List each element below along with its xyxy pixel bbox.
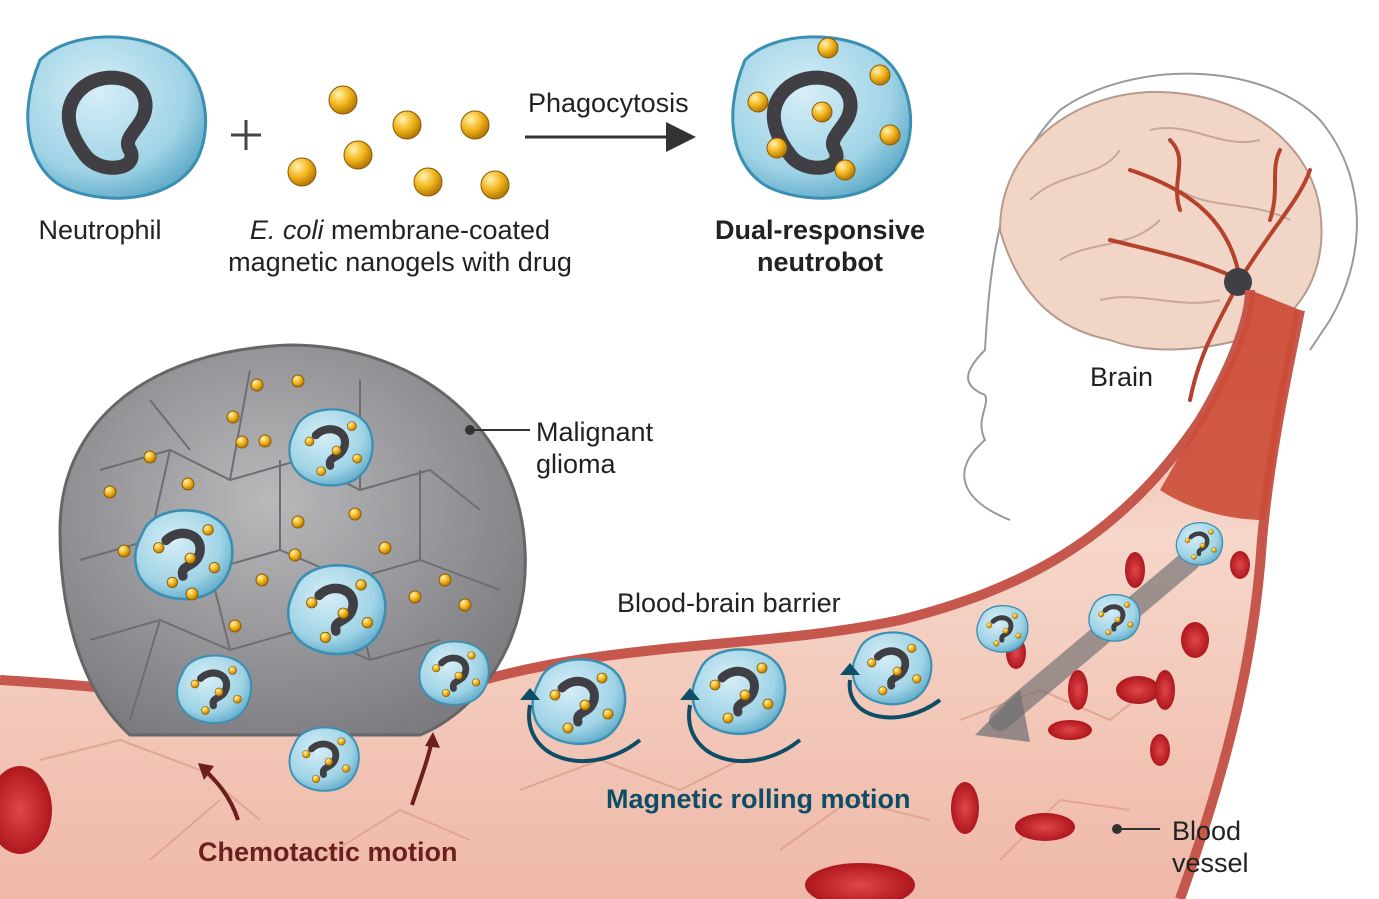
neutrobot-icon (286, 564, 387, 656)
nanogel-particle-icon (811, 101, 833, 123)
nanogels-label-italic: E. coli (249, 215, 324, 245)
neutrobot-icon (1175, 522, 1224, 566)
nanogel-particle-icon (834, 159, 856, 181)
nanogel-particle-icon (766, 137, 788, 159)
nanogels-label-line2: magnetic nanogels with drug (228, 247, 572, 277)
glioma-label-line1: Malignant (536, 417, 654, 447)
neutrobot-icon (288, 726, 360, 792)
nanogel-particle-icon (343, 140, 373, 170)
nanogel-particle-icon (291, 374, 305, 388)
nanogels-label: E. coli membrane-coated magnetic nanogel… (205, 214, 595, 278)
nanogel-particle-icon (228, 619, 242, 633)
blood-vessel-label-line1: Blood (1172, 816, 1242, 846)
glioma-label-line2: glioma (536, 449, 616, 479)
nanogel-particle-icon (103, 485, 117, 499)
nanogel-particle-icon (181, 477, 195, 491)
nanogel-particle-icon (287, 157, 317, 187)
blood-vessel-label: Blood vessel (1172, 815, 1249, 879)
nanogel-particle-icon (480, 170, 510, 200)
nanogel-particle-icon (408, 590, 422, 604)
neutrophil-label: Neutrophil (38, 215, 162, 245)
phagocytosis-label: Phagocytosis (528, 88, 689, 118)
nanogel-particle-icon (460, 110, 490, 140)
neutrobot-icon (418, 640, 490, 706)
nanogel-particle-icon (226, 410, 240, 424)
neutrobot-icon (976, 605, 1029, 653)
nanogel-particle-icon (258, 434, 272, 448)
neutrobot-icon (531, 658, 627, 745)
nanogel-particle-icon (378, 541, 392, 555)
nanogel-particle-icon (747, 91, 769, 113)
chemotactic-arrows (198, 732, 440, 821)
brain-label: Brain (1090, 362, 1154, 392)
nanogel-particle-icon (143, 450, 157, 464)
nanogel-particle-icon (291, 515, 305, 529)
neutrophil-cell-icon (26, 35, 208, 200)
neutrobot-icon (133, 509, 234, 601)
nanogel-particle-icon (392, 110, 422, 140)
neutrobot-label-line2: neutrobot (757, 247, 883, 277)
chemotactic-label: Chemotactic motion (198, 837, 458, 867)
bbb-label: Blood-brain barrier (617, 588, 841, 618)
human-head-brain-icon (963, 72, 1358, 521)
nanogel-particle-icon (348, 507, 362, 521)
nanogel-particle-icon (438, 573, 452, 587)
neutrobot-icon (691, 648, 787, 735)
nanogel-particle-icon (288, 548, 302, 562)
nanogel-particle-icon (235, 435, 249, 449)
blood-vessel-label-line2: vessel (1172, 848, 1249, 878)
nanogels-label-line1: membrane-coated (323, 215, 551, 245)
neutrobot-icon (851, 631, 933, 706)
nanogel-particle-icon (255, 573, 269, 587)
neutrobot-icon (288, 408, 374, 487)
nanogel-particle-icon (879, 124, 901, 146)
nanogel-particle-icon (328, 85, 358, 115)
callout-lines (231, 120, 1160, 834)
nanogel-particle-icon (413, 167, 443, 197)
glioma-label: Malignant glioma (536, 416, 653, 480)
nanogel-particle-icon (817, 37, 839, 59)
nanogel-particle-icon (117, 544, 131, 558)
nanogel-particle-icon (869, 64, 891, 86)
nanogel-particles (103, 37, 901, 633)
neutrobot-cells (133, 408, 1224, 792)
neutrobot-icon (1088, 594, 1141, 642)
neutrobot-label-line1: Dual-responsive (714, 215, 926, 245)
neutrobot-label: Dual-responsive neutrobot (695, 214, 945, 278)
magnetic-rolling-arrows (520, 663, 942, 764)
neutrobot-icon (176, 654, 253, 725)
magnetic-rolling-label: Magnetic rolling motion (606, 784, 911, 814)
nanogel-particle-icon (458, 598, 472, 612)
nanogel-particle-icon (250, 378, 264, 392)
nanogel-particle-icon (185, 587, 199, 601)
red-blood-cells (0, 551, 1250, 899)
